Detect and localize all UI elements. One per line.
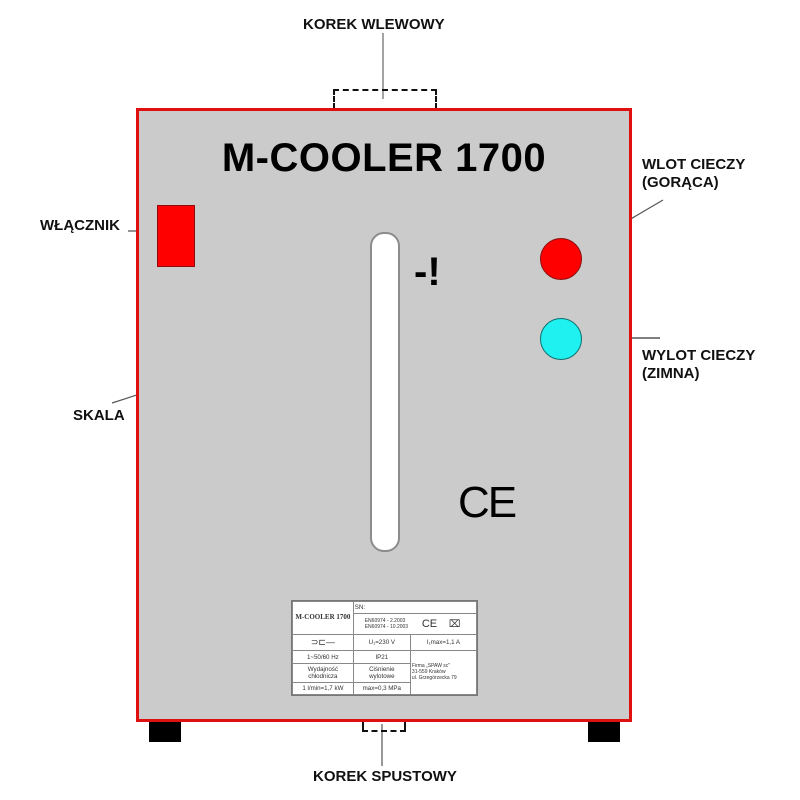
hot-inlet-port (540, 238, 582, 280)
rating-plate: M-COOLER 1700 SN: EN60974 - 2.2003 EN609… (291, 600, 478, 696)
plate-voltage: U₁=230 V (352, 633, 411, 651)
level-scale (370, 232, 400, 552)
outlet-label: WYLOT CIECZY (ZIMNA) (642, 347, 755, 383)
power-switch-label: WŁĄCZNIK (40, 217, 120, 234)
inlet-label-line2: (GORĄCA) (642, 174, 719, 191)
plate-pressure-label-1: Ciśnienie (369, 665, 395, 673)
plug-icon: ⊃⊏— (292, 633, 354, 651)
drain-cap (362, 722, 406, 732)
plate-pressure-label-2: wylotowe (369, 672, 395, 680)
plate-model: M-COOLER 1700 (292, 601, 354, 635)
power-switch[interactable] (157, 205, 195, 267)
warning-icon: -! (414, 250, 441, 294)
plate-sn: SN: (352, 600, 478, 615)
filler-cap (333, 89, 437, 109)
cold-outlet-port (540, 318, 582, 360)
inlet-label: WLOT CIECZY (GORĄCA) (642, 156, 745, 192)
ce-mark-icon: CE (458, 478, 517, 527)
plate-current: I₁max=1,1 A (409, 633, 478, 651)
plate-pressure-value: max=0,3 MPa (352, 681, 411, 695)
drain-cap-label: KOREK SPUSTOWY (313, 768, 457, 785)
outlet-label-line2: (ZIMNA) (642, 365, 700, 382)
plate-company-1: Firma „SPAW sc" (411, 663, 451, 670)
plate-cooling-label: Wydajność chłodnicza (292, 663, 354, 683)
plate-company-3: ul. Grzegórzecka 79 (411, 675, 457, 682)
plate-frequency: 1~50/60 Hz (292, 649, 354, 665)
plate-ip: IP21 (352, 649, 411, 665)
filler-cap-label: KOREK WLEWOWY (303, 16, 445, 33)
device-title: M-COOLER 1700 (221, 136, 547, 180)
plate-standard-2: EN60974 - 10.2003 (364, 624, 409, 631)
inlet-label-line1: WLOT CIECZY (642, 156, 746, 173)
plate-ce-icon: CE (421, 617, 438, 630)
left-foot (149, 722, 181, 742)
plate-company-2: 31-559 Kraków (411, 669, 446, 676)
scale-label: SKALA (73, 407, 125, 424)
outlet-label-line1: WYLOT CIECZY (642, 347, 756, 364)
plate-standard-1: EN60974 - 2.2003 (364, 618, 406, 625)
plate-cooling-value: 1 l/min=1,7 kW (292, 681, 354, 695)
right-foot (588, 722, 620, 742)
weee-bin-icon: ⌧ (448, 618, 461, 630)
